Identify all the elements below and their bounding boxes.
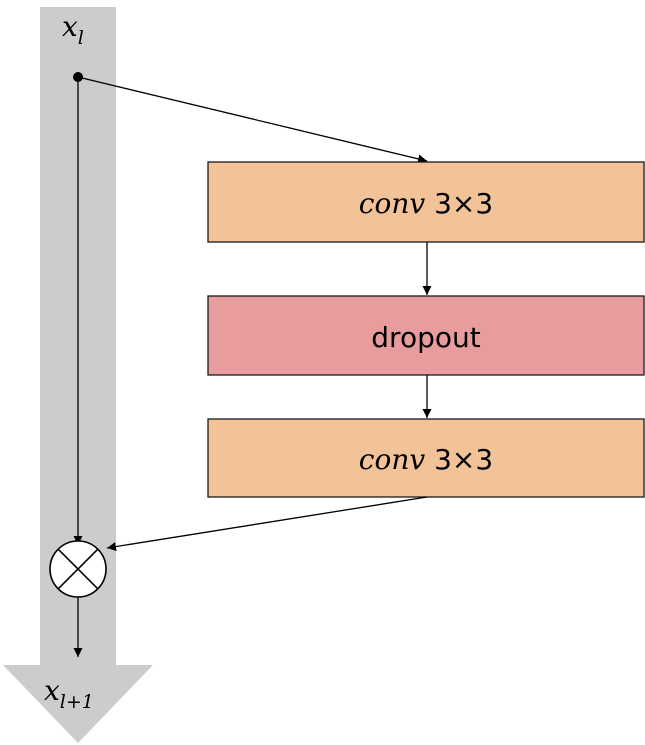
branch-to-conv-arrow — [77, 76, 428, 164]
multiply-operator-icon — [49, 540, 107, 598]
conv-block-2-label: conv 3×3 — [359, 443, 493, 476]
input-label-x-l: xl — [62, 10, 84, 49]
conv-block-1-label: conv 3×3 — [359, 187, 493, 220]
conv2-to-multiply-arrow — [106, 496, 428, 552]
dropout-block-label: dropout — [371, 321, 480, 354]
output-label-x-l-plus-1: xl+1 — [44, 674, 94, 713]
dropout-block: dropout — [207, 295, 645, 376]
conv-block-1: conv 3×3 — [207, 161, 645, 243]
conv-block-2: conv 3×3 — [207, 418, 645, 498]
